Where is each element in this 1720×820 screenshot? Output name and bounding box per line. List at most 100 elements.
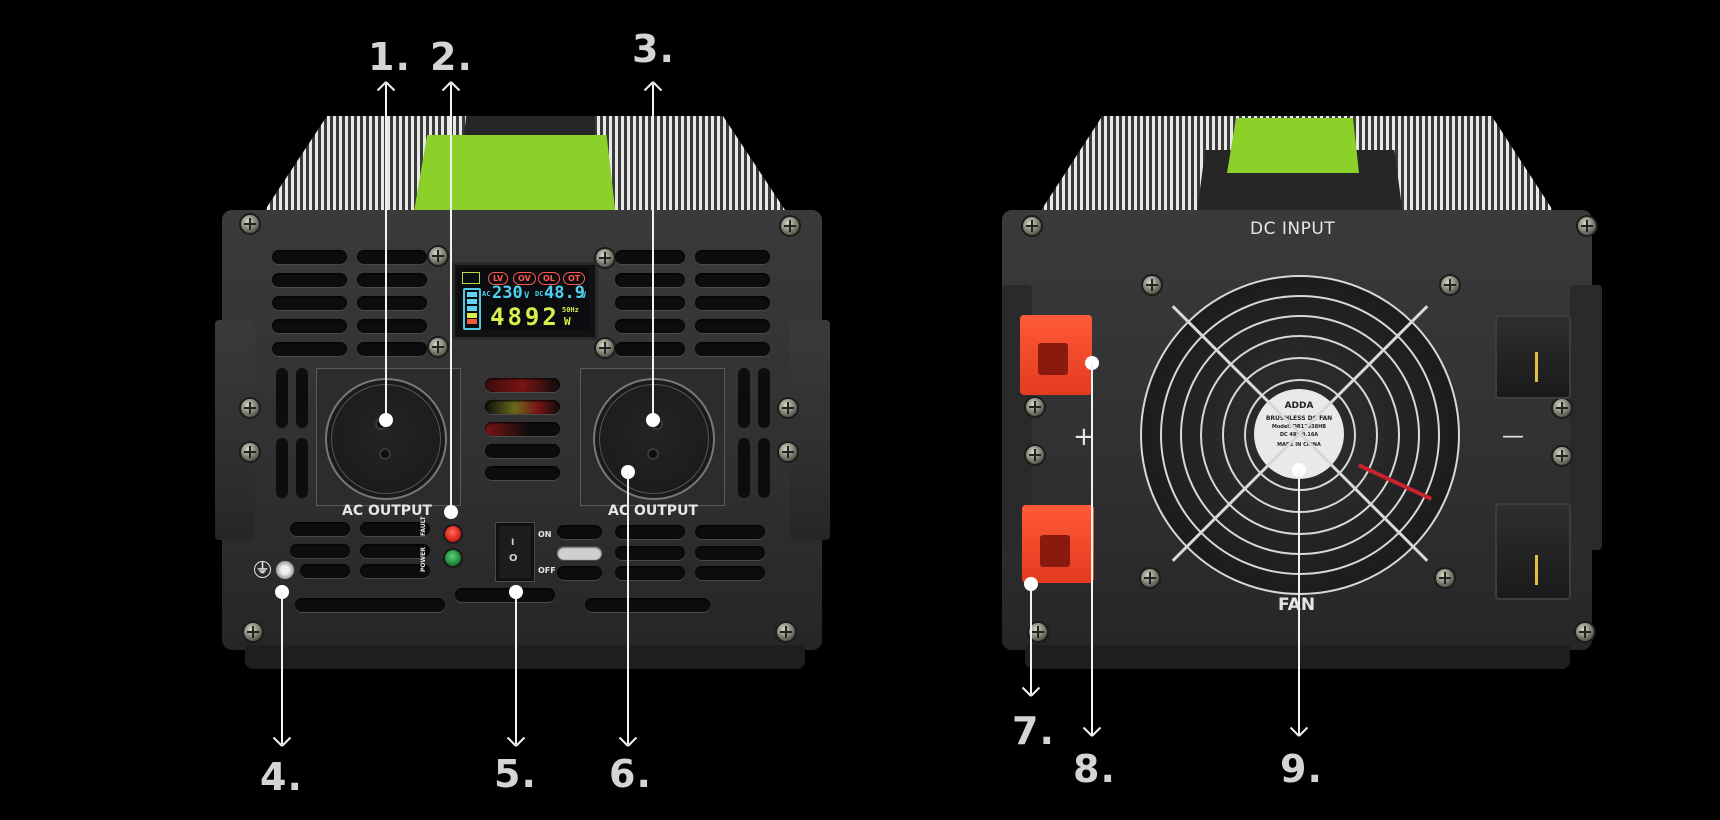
leader-line-5: [515, 592, 517, 744]
minus-sign: —: [1502, 424, 1524, 449]
front-vent-vertical: [296, 368, 308, 428]
screw-icon: [244, 623, 262, 641]
lcd-power-unit: W: [564, 315, 571, 328]
screw-icon: [429, 338, 447, 356]
screw-icon: [1143, 276, 1161, 294]
screw-icon: [429, 247, 447, 265]
fan-sticker-line1: BRUSHLESS DC FAN: [1265, 415, 1333, 422]
front-vent-vertical: [276, 368, 288, 428]
screw-icon: [1026, 446, 1044, 464]
battery-icon: [463, 288, 481, 330]
screw-icon: [1576, 623, 1594, 641]
fan-grill-ring: [1200, 335, 1400, 535]
lcd-dc-unit: V: [581, 291, 587, 301]
screw-icon: [241, 399, 259, 417]
lcd-ac-prefix: AC: [482, 290, 491, 298]
lcd-badge-ol: OL: [538, 272, 560, 285]
screw-icon: [1441, 276, 1459, 294]
front-vent-vertical: [296, 438, 308, 498]
callout-dot-3: [646, 413, 660, 427]
front-vent-vertical: [276, 438, 288, 498]
screw-icon: [779, 443, 797, 461]
leader-line-1: [385, 84, 387, 420]
lcd-power-value: 4892: [490, 303, 560, 331]
screw-icon: [1026, 398, 1044, 416]
fan-grill-ring: [1222, 357, 1378, 513]
led-fault-label: FAULT: [420, 516, 427, 536]
fan-grill-ring: [1244, 379, 1356, 491]
negative-terminal-top[interactable]: [1495, 315, 1571, 399]
callout-3: 3.: [632, 27, 675, 71]
switch-on-mark: I: [511, 538, 515, 548]
screw-icon: [1553, 447, 1571, 465]
lcd-badge-lv: LV: [488, 272, 509, 285]
plus-sign: +: [1073, 422, 1095, 452]
screw-icon: [241, 443, 259, 461]
switch-off-label: OFF: [538, 566, 556, 575]
led-power-label: POWER: [420, 547, 427, 572]
lcd-badge-ot: OT: [563, 272, 586, 285]
lcd-dc-prefix: DC: [535, 290, 544, 298]
leader-line-7: [1030, 584, 1032, 694]
socket-pin: [647, 448, 659, 460]
lcd-badge-ov: OV: [513, 272, 536, 285]
front-foot: [245, 645, 805, 669]
arrow-down-icon: [1085, 722, 1099, 736]
callout-8: 8.: [1073, 747, 1116, 791]
arrow-down-icon: [1292, 722, 1306, 736]
callout-dot-1: [379, 413, 393, 427]
screw-icon: [1436, 569, 1454, 587]
negative-terminal-bottom[interactable]: [1495, 503, 1571, 600]
callout-1: 1.: [368, 35, 411, 79]
ac-output-label-left: AC OUTPUT: [342, 503, 432, 519]
front-vent-vertical: [758, 368, 770, 428]
screw-icon: [596, 249, 614, 267]
power-switch[interactable]: I O: [496, 523, 534, 581]
switch-on-label: ON: [538, 530, 552, 539]
leader-line-4: [281, 592, 283, 744]
front-flange-left: [215, 320, 255, 540]
rear-flange-right: [1570, 285, 1602, 550]
leader-line-9: [1298, 470, 1300, 735]
fault-led-indicator: [443, 524, 463, 544]
front-vent-vertical: [738, 368, 750, 428]
screw-icon: [779, 399, 797, 417]
arrow-down-icon: [275, 732, 289, 746]
socket-pin: [379, 448, 391, 460]
callout-4: 4.: [260, 755, 303, 799]
rear-foot: [1025, 645, 1570, 669]
screw-icon: [1578, 217, 1596, 235]
screw-icon: [777, 623, 795, 641]
fan-label: FAN: [1278, 595, 1316, 615]
fan-sticker-line4: MADE IN CHINA: [1277, 442, 1321, 448]
screw-icon: [781, 217, 799, 235]
callout-6: 6.: [609, 752, 652, 796]
front-top-label-green: [413, 135, 616, 215]
screw-icon: [1029, 623, 1047, 641]
leader-line-6: [627, 472, 629, 744]
lcd-dc-value: 48.9: [544, 283, 585, 303]
positive-terminal-bottom[interactable]: [1022, 505, 1094, 583]
ac-socket-right[interactable]: [593, 378, 715, 500]
rear-top-label-green: [1227, 118, 1359, 173]
callout-5: 5.: [494, 752, 537, 796]
fan-grill-ring: [1160, 295, 1440, 575]
callout-dot-2: [444, 505, 458, 519]
dc-input-label: DC INPUT: [1250, 219, 1336, 239]
arrow-down-icon: [1024, 682, 1038, 696]
fan-grill-ring: [1140, 275, 1460, 595]
ground-symbol-icon: ⏚: [254, 561, 271, 578]
screw-icon: [596, 339, 614, 357]
leader-line-2: [450, 84, 452, 512]
callout-9: 9.: [1280, 747, 1323, 791]
positive-terminal-top[interactable]: [1020, 315, 1092, 395]
lcd-display: LV OV OL OT AC 230 V DC 48.9 V 4892 50Hz…: [458, 268, 589, 330]
front-vent-vertical: [758, 438, 770, 498]
screw-icon: [1553, 399, 1571, 417]
lcd-frequency: 50Hz: [562, 306, 579, 314]
callout-7: 7.: [1012, 709, 1055, 753]
fan-sticker-line2: Model: DR12038HB: [1271, 424, 1327, 430]
ground-terminal[interactable]: [275, 560, 295, 580]
lcd-ac-unit: V: [524, 291, 530, 301]
screw-icon: [1141, 569, 1159, 587]
